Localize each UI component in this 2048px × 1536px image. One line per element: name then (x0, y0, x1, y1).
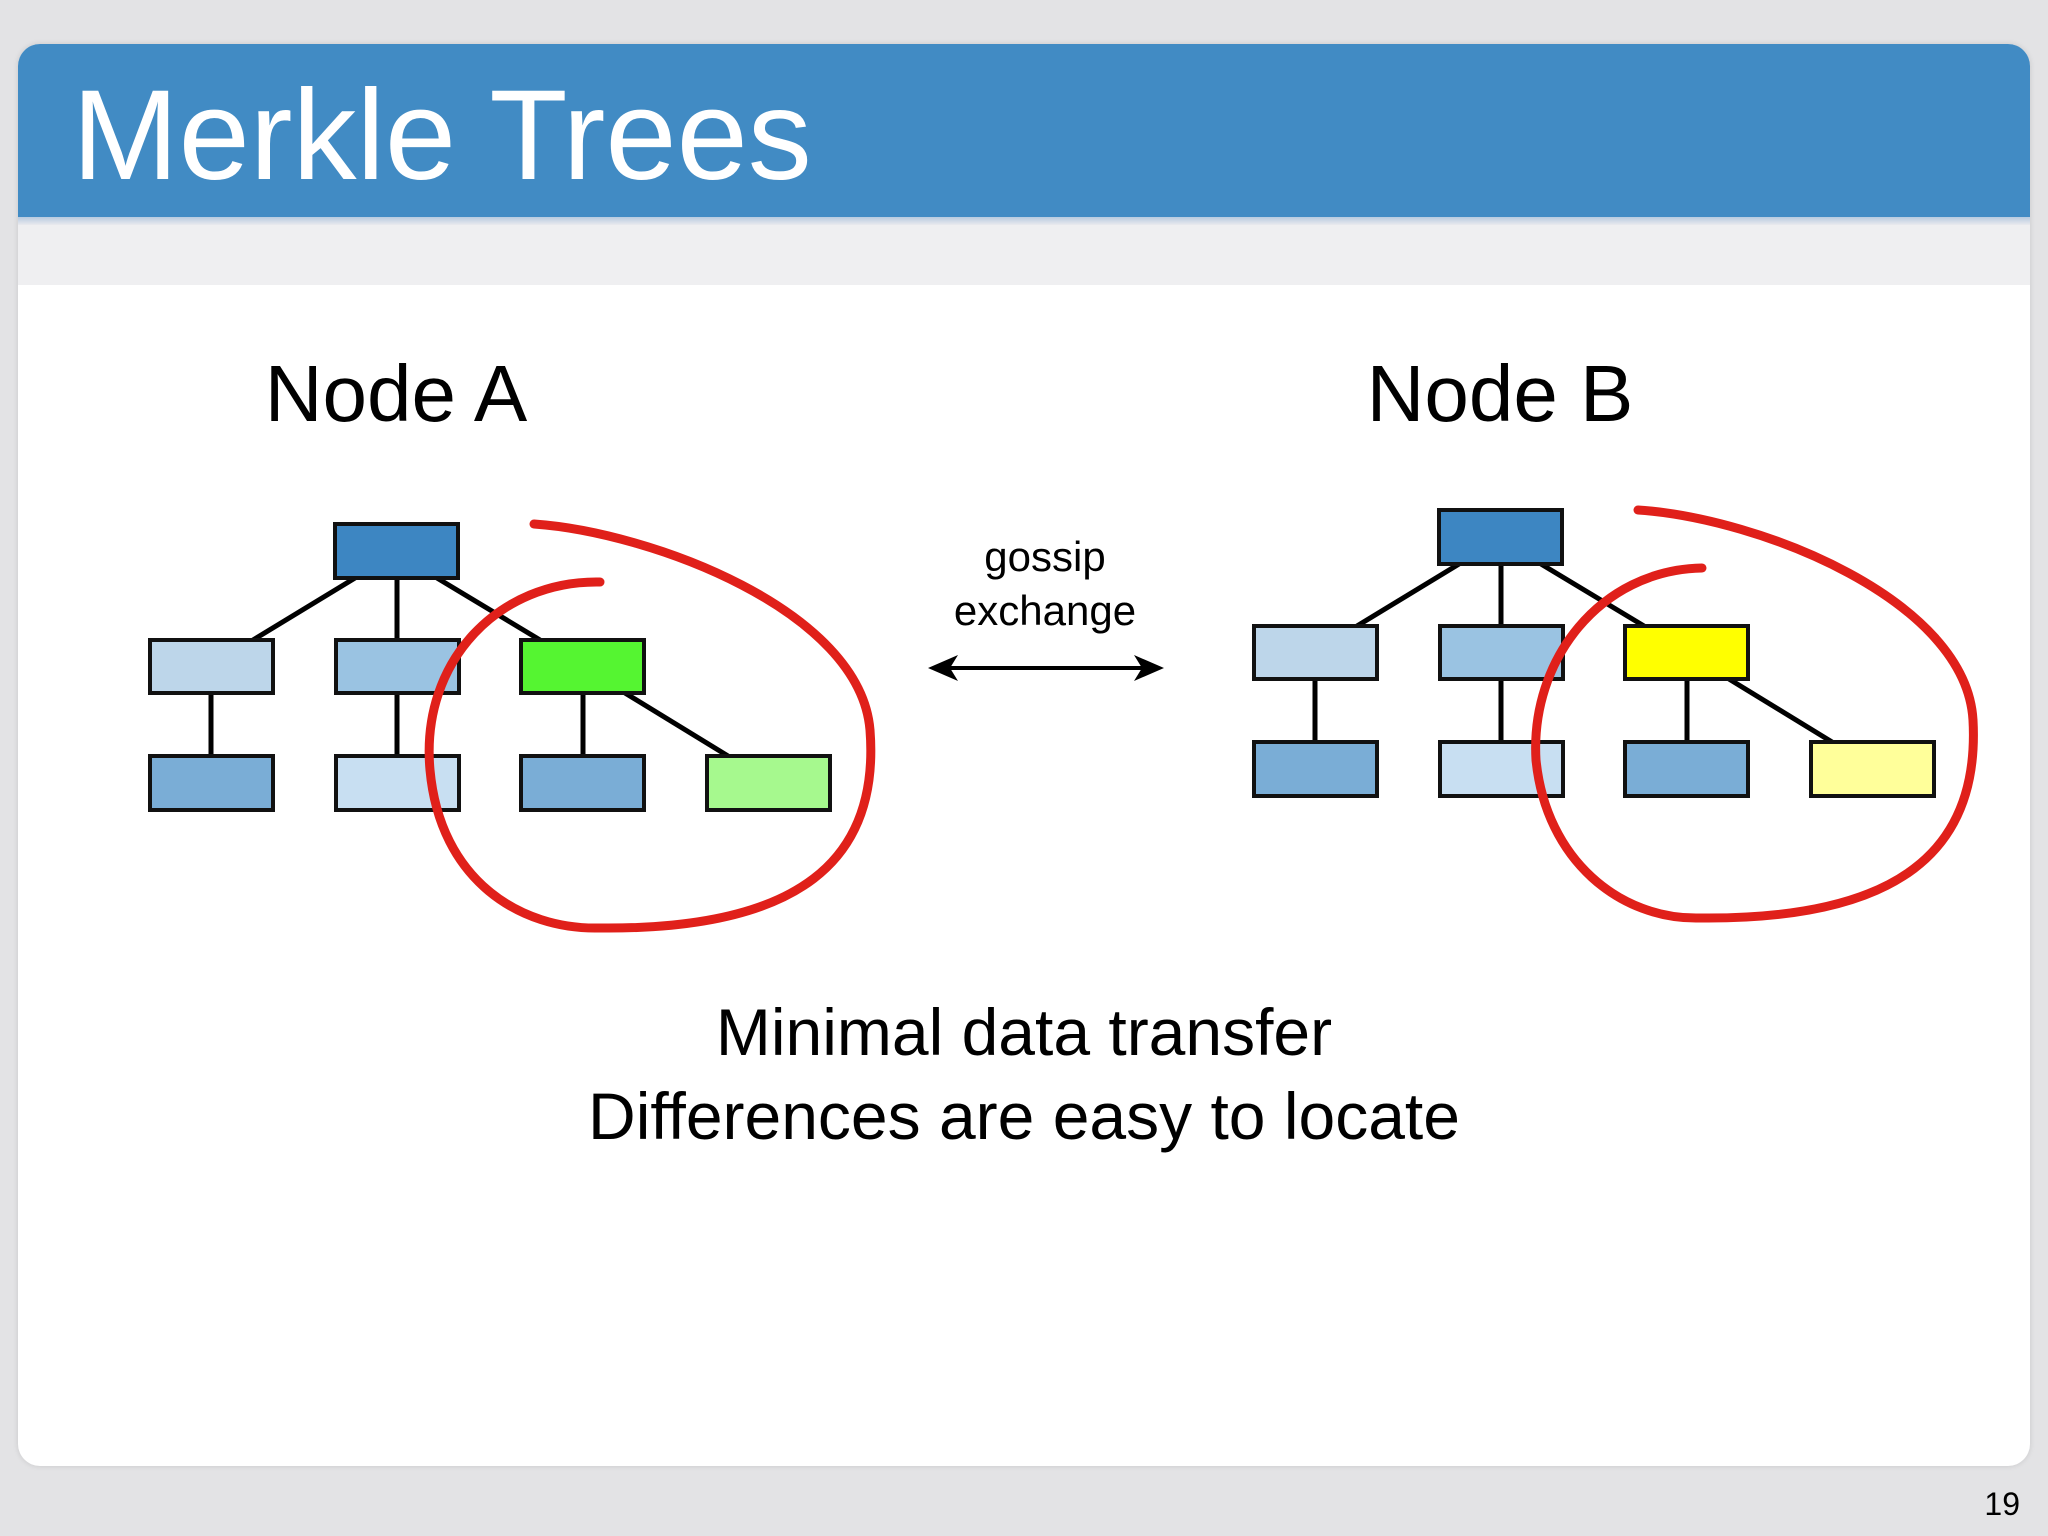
tree-a-root-node (333, 522, 460, 580)
tree-a-nodes (148, 522, 832, 812)
tree-a-leaf-node (519, 754, 646, 812)
node-b-label: Node B (1366, 349, 1634, 438)
tree-b-changed-node (1623, 624, 1750, 681)
tree-b-leaf-node (1623, 740, 1750, 798)
tree-a-changed-node (519, 638, 646, 695)
double-arrow-icon (928, 655, 1164, 681)
gossip-exchange-line2: exchange (953, 587, 1137, 634)
tree-b-leaf-node (1252, 740, 1379, 798)
tree-b-edge (1355, 561, 1461, 629)
summary-line2: Differences are easy to locate (588, 1079, 1460, 1153)
gossip-exchange-label: gossip exchange (895, 530, 1195, 638)
tree-a-child-node (148, 638, 275, 695)
subtitle-band (18, 225, 2030, 285)
node-a-label: Node A (264, 349, 528, 438)
tree-a-changed-leaf-node (705, 754, 832, 812)
title-bar-divider (18, 217, 2030, 225)
summary-line1: Minimal data transfer (715, 995, 1333, 1069)
tree-b-edges (1312, 561, 1834, 745)
tree-a-edges (208, 575, 730, 759)
tree-a-edge (435, 575, 542, 643)
title-bar: Merkle Trees (18, 44, 2030, 217)
summary-text: Minimal data transfer Differences are ea… (0, 990, 2048, 1158)
annotation-circle-b (1531, 505, 1978, 923)
tree-b-child-node (1438, 624, 1565, 681)
slide-title: Merkle Trees (72, 64, 812, 207)
tree-b-edge (1727, 676, 1834, 745)
tree-a-leaf-node (334, 754, 461, 812)
tree-a-leaf-node (148, 754, 275, 812)
tree-b-root-node (1437, 508, 1564, 566)
page-number: 19 (1984, 1486, 2020, 1522)
tree-a-edge (251, 575, 357, 643)
annotation-circle-a (424, 519, 876, 933)
tree-b-changed-leaf-node (1809, 740, 1936, 798)
tree-b-child-node (1252, 624, 1379, 681)
gossip-exchange-line1: gossip (984, 533, 1106, 580)
tree-b-edge (1539, 561, 1646, 629)
tree-a-edge (623, 690, 730, 759)
tree-b-nodes (1252, 508, 1936, 798)
